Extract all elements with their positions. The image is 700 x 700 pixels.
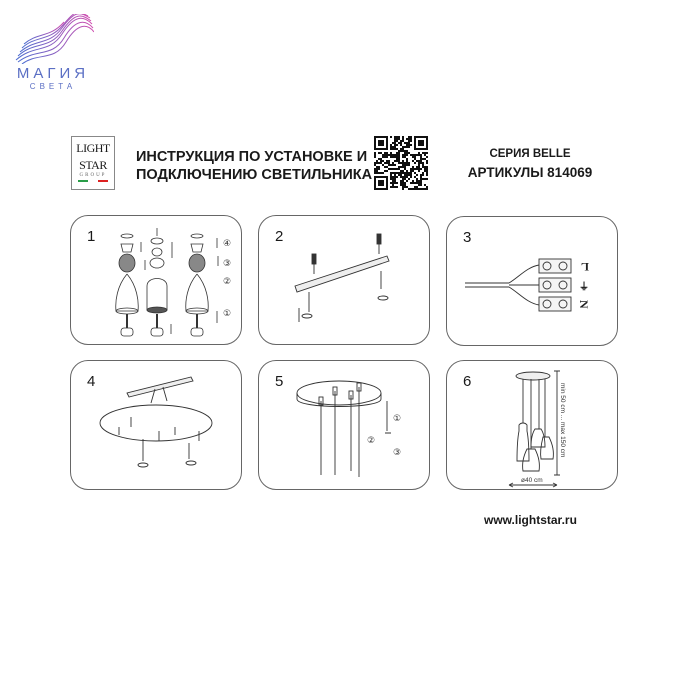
- marker-4: ④: [223, 239, 231, 249]
- step-2-panel: 2: [258, 215, 430, 345]
- brand-subtitle: СВЕТА: [29, 82, 77, 91]
- brand-name: МАГИЯ: [16, 65, 90, 82]
- italian-flag-stripe: [78, 180, 108, 182]
- logo-line3: GROUP: [79, 173, 107, 178]
- step-5-panel: 5 ① ② ③: [258, 360, 430, 490]
- marker-2: ②: [367, 436, 375, 446]
- step-number: 4: [87, 373, 96, 390]
- qr-code[interactable]: [374, 136, 428, 190]
- logo-line2: STAR: [79, 158, 107, 172]
- lightstar-logo: LIGHT STAR GROUP: [71, 136, 115, 190]
- dimensions-illustration: min 50 cm ... max 150 cm ø40 cm: [508, 370, 566, 488]
- step-4-panel: 4: [70, 360, 242, 490]
- qr-code-icon: [374, 136, 428, 190]
- marker-1: ①: [223, 309, 231, 319]
- page-title: ИНСТРУКЦИЯ ПО УСТАНОВКЕ И ПОДКЛЮЧЕНИЮ СВ…: [136, 148, 372, 184]
- step-number: 3: [463, 229, 472, 246]
- diameter-label: ø40 cm: [521, 477, 543, 484]
- cable-adjustment-illustration: ① ② ③: [296, 380, 401, 477]
- assembly-illustration: ④ ③ ② ①: [115, 228, 231, 337]
- website-link[interactable]: www.lightstar.ru: [484, 513, 577, 527]
- step-number: 5: [275, 373, 284, 390]
- lamp-middle: [146, 228, 168, 337]
- step-number: 1: [87, 228, 96, 245]
- series-label: СЕРИЯ BELLE: [489, 148, 571, 160]
- articles-label: АРТИКУЛЫ 814069: [467, 165, 593, 180]
- step-number: 6: [463, 373, 472, 390]
- marker-3: ③: [223, 259, 231, 269]
- terminal-n-label: N: [577, 300, 591, 309]
- terminal-l-label: L: [581, 260, 589, 274]
- terminal-ground-label: ⏚: [579, 281, 589, 293]
- brand-logo: [14, 11, 95, 65]
- canopy-mounting-illustration: [99, 376, 213, 468]
- mounting-bar-illustration: [294, 233, 390, 322]
- marker-2: ②: [223, 277, 231, 287]
- wiring-diagram: L ⏚ N: [465, 258, 591, 312]
- title-line1: ИНСТРУКЦИЯ ПО УСТАНОВКЕ И: [136, 149, 368, 165]
- terminal-block: [538, 258, 572, 312]
- step-number: 2: [275, 228, 284, 245]
- lamp-right: [185, 233, 209, 337]
- marker-1: ①: [393, 414, 401, 424]
- step-6-panel: 6 min 50 cm ... max 150 cm ø40 cm: [446, 360, 618, 490]
- lamp-left: [115, 233, 139, 337]
- logo-line1: LIGHT: [76, 141, 110, 155]
- step-1-panel: 1 ④ ③ ②: [70, 215, 242, 345]
- step-3-panel: 3 L ⏚ N: [446, 216, 618, 346]
- height-range-label: min 50 cm ... max 150 cm: [559, 383, 566, 457]
- marker-3: ③: [393, 448, 401, 458]
- wave-logo-icon: [15, 11, 95, 65]
- title-line2: ПОДКЛЮЧЕНИЮ СВЕТИЛЬНИКА: [136, 167, 373, 183]
